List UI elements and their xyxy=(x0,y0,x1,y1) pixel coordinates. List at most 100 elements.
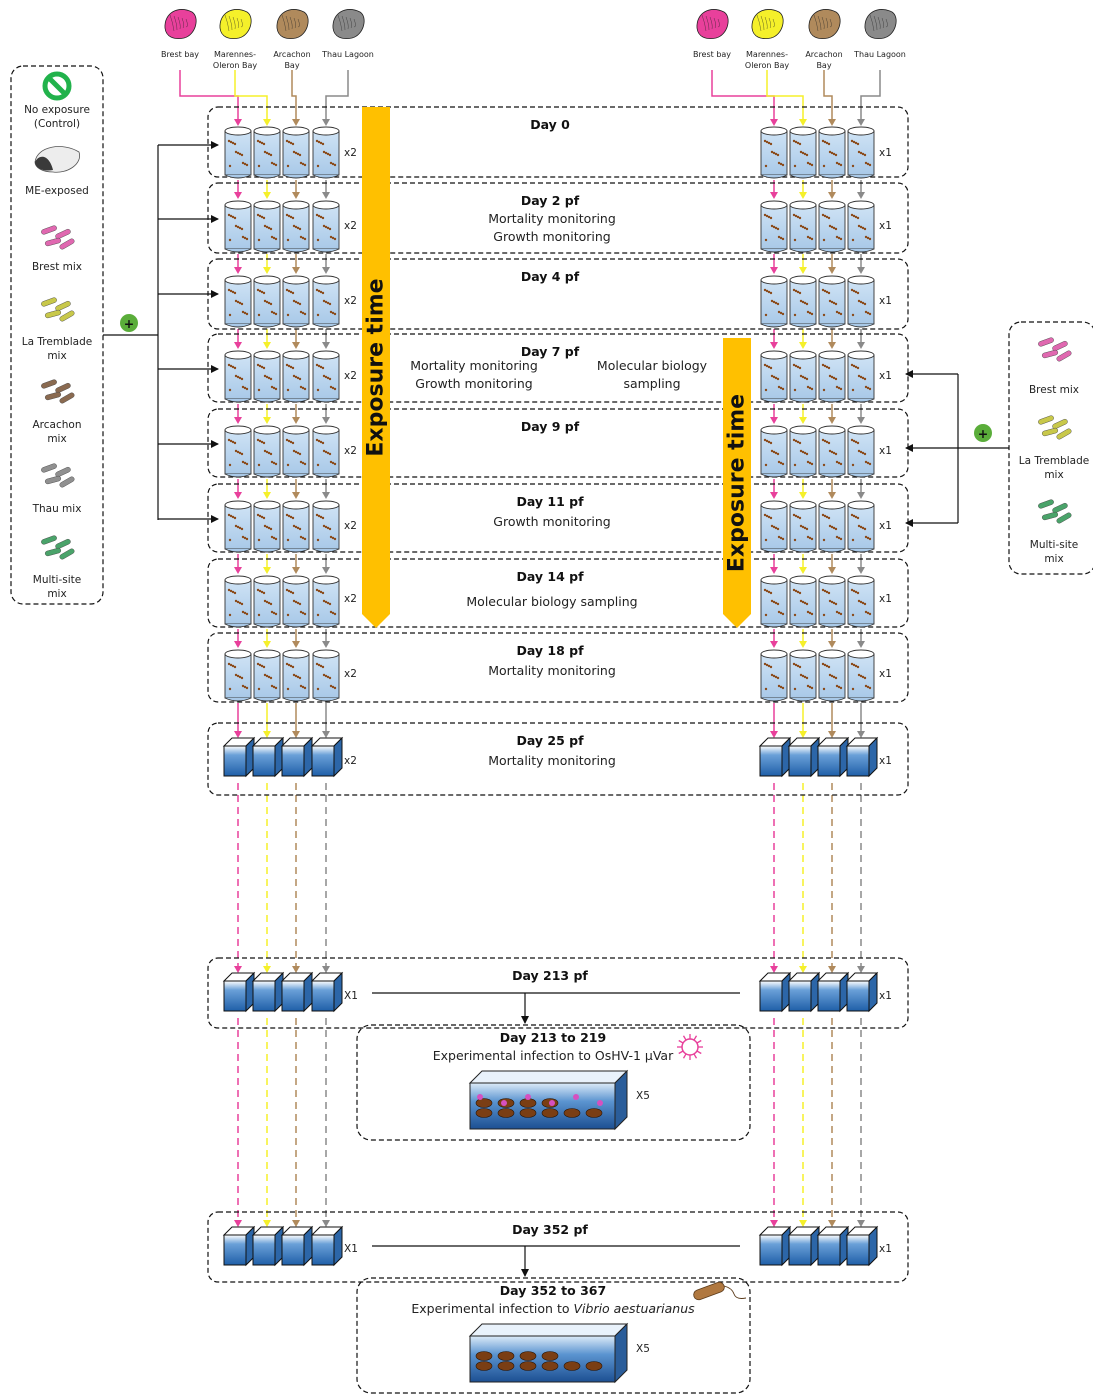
beaker-rim xyxy=(789,500,817,510)
beaker-base xyxy=(818,398,846,403)
beaker-icon xyxy=(282,126,310,179)
oyster-ridge xyxy=(185,18,188,28)
larva-dot xyxy=(822,238,826,242)
larva-dot xyxy=(793,388,797,392)
larva-dot xyxy=(289,664,293,668)
larva-dot xyxy=(291,291,295,295)
larva-dot xyxy=(857,224,861,228)
larva-dot xyxy=(236,151,240,155)
larva-dot xyxy=(805,302,809,306)
oyster-ridge xyxy=(829,18,832,28)
larva-dot xyxy=(776,527,780,531)
larva-dot xyxy=(779,536,783,540)
larva-dot xyxy=(764,613,768,617)
larva-dot xyxy=(296,226,300,230)
larva-dot xyxy=(854,440,858,444)
legend-label: Multi-site xyxy=(33,574,81,586)
larva-dot xyxy=(777,610,781,614)
larva-dot xyxy=(834,452,838,456)
oyster-ridge xyxy=(240,18,243,28)
larva-dot xyxy=(329,684,333,688)
larva-dot xyxy=(286,238,290,242)
larva-dot xyxy=(823,214,827,218)
larva-dot xyxy=(263,224,267,228)
larva-dot xyxy=(857,374,861,378)
larva-dot xyxy=(837,311,841,315)
beaker-icon xyxy=(789,200,817,253)
larva-dot xyxy=(821,438,825,442)
stage-day-label: Day 4 pf xyxy=(521,269,580,284)
infection-tank-top xyxy=(468,1070,629,1084)
larva-dot xyxy=(801,151,805,155)
beaker-rim xyxy=(312,500,340,510)
oyster-dark xyxy=(35,156,53,171)
larva-dot xyxy=(270,385,274,389)
larva-dot xyxy=(315,139,319,143)
oyster-ridge xyxy=(817,15,822,31)
beaker-rim xyxy=(789,126,817,136)
larva-dot xyxy=(289,290,293,294)
larva-dot xyxy=(835,610,839,614)
beaker-icon xyxy=(282,350,310,403)
larva-dot xyxy=(329,235,333,239)
exposure-label: Exposure time xyxy=(364,278,389,456)
beaker-rim xyxy=(818,500,846,510)
larva-dot xyxy=(267,376,271,380)
oyster-in-tank xyxy=(563,1108,581,1118)
tank-icon xyxy=(222,736,256,778)
flow-arrow-head xyxy=(292,342,300,349)
oyster-icon xyxy=(164,9,197,39)
source-label: Marennes- xyxy=(214,50,256,59)
larva-dot xyxy=(233,366,237,370)
larva-dot xyxy=(769,441,773,445)
flow-arrow-head xyxy=(263,966,271,973)
source-connector xyxy=(711,70,775,121)
larva-dot xyxy=(233,516,237,520)
flow-arrow-head xyxy=(234,492,242,499)
larva-dot xyxy=(287,364,291,368)
larva-dot xyxy=(830,151,834,155)
larva-dot xyxy=(329,610,333,614)
beaker-base xyxy=(312,697,340,702)
beaker-rim xyxy=(282,275,310,285)
legend-label: Multi-site xyxy=(1030,539,1078,551)
larva-dot xyxy=(799,599,803,603)
source-label: Brest bay xyxy=(161,50,199,59)
beaker-rim xyxy=(224,275,252,285)
oyster-in-tank xyxy=(519,1108,537,1118)
larva-dot xyxy=(803,601,807,605)
tank-icon xyxy=(816,971,850,1013)
larva-dot xyxy=(792,513,796,517)
larva-dot xyxy=(303,237,307,241)
larva-dot xyxy=(827,216,831,220)
flow-arrow-head xyxy=(292,267,300,274)
beaker-icon xyxy=(818,126,846,179)
larva-dot xyxy=(863,153,867,157)
larva-dot xyxy=(333,462,337,466)
larva-dot xyxy=(228,613,232,617)
larva-dot xyxy=(228,164,232,168)
flow-arrow-head xyxy=(770,966,778,973)
beaker-icon xyxy=(312,350,340,403)
larva-dot xyxy=(333,387,337,391)
larva-dot xyxy=(238,376,242,380)
larva-dot xyxy=(851,613,855,617)
larva-dot xyxy=(868,612,872,616)
larva-dot xyxy=(764,538,768,542)
infection-tank-side xyxy=(614,1322,628,1384)
larva-dot xyxy=(285,438,289,442)
larva-dot xyxy=(765,514,769,518)
larva-dot xyxy=(301,611,305,615)
larva-dot xyxy=(301,536,305,540)
larva-dot xyxy=(256,438,260,442)
beaker-base xyxy=(818,548,846,553)
vibrio-body xyxy=(693,1281,725,1301)
larva-dot xyxy=(258,140,262,144)
beaker-base xyxy=(760,473,788,478)
flow-arrow-head xyxy=(799,731,807,738)
stage-day-label: Day 213 pf xyxy=(512,968,588,983)
larva-dot xyxy=(243,311,247,315)
larva-dot xyxy=(238,675,242,679)
larva-dot xyxy=(241,310,245,314)
